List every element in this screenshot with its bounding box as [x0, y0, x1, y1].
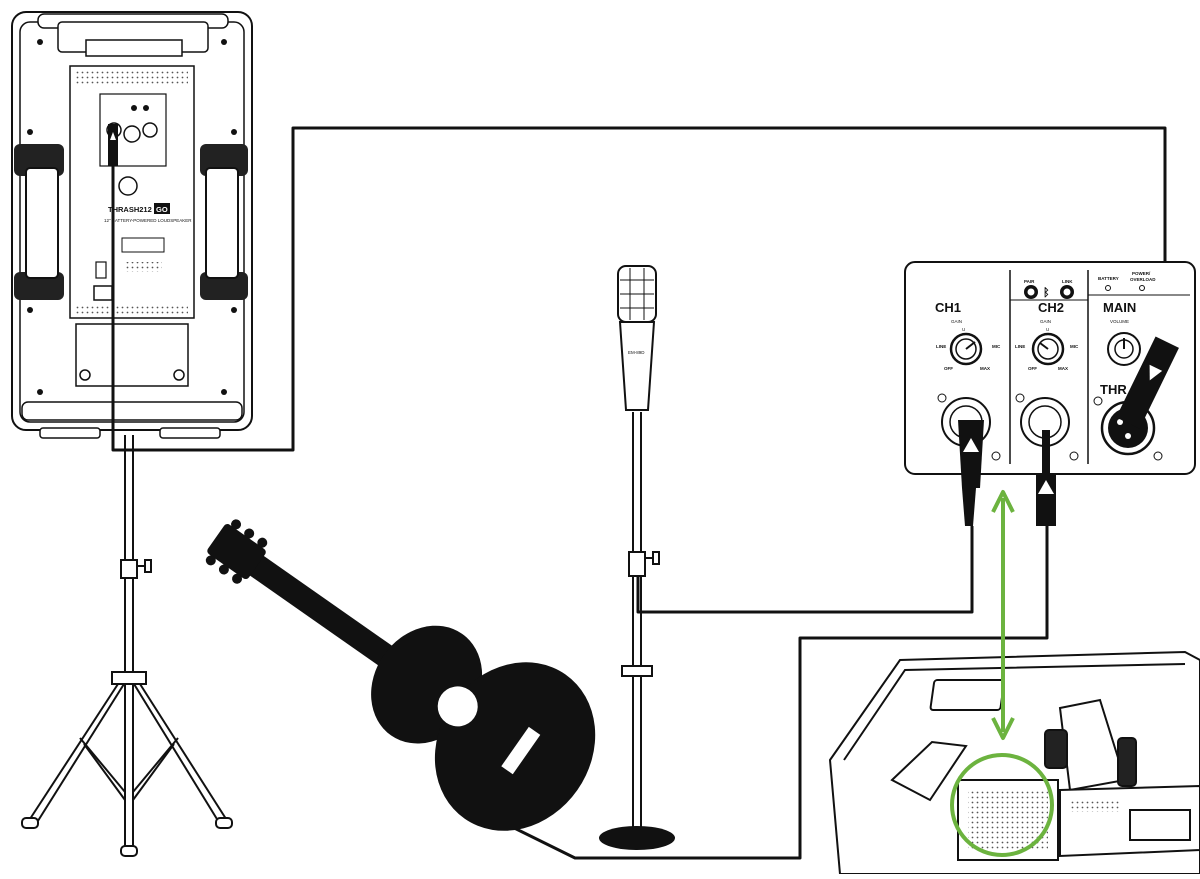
- ch2-gain-knob[interactable]: [1031, 332, 1065, 366]
- ch1-title: CH1: [935, 300, 961, 315]
- ch1-mic-label: MIC: [992, 344, 1001, 349]
- ch2-max-label: MAX: [1058, 366, 1068, 371]
- highlight-circle: [950, 753, 1054, 857]
- microphone-stand: [599, 412, 675, 850]
- ch1-line-label: LINE: [936, 344, 946, 349]
- green-connection-arrow: [991, 490, 1015, 740]
- ch2-unity-label: U: [1046, 327, 1049, 332]
- overload-label: OVERLOAD: [1130, 277, 1156, 282]
- main-volume-label: VOLUME: [1110, 319, 1129, 324]
- guitar-cable: [497, 526, 1049, 860]
- ch1-gain-label: GAIN: [951, 319, 962, 324]
- pair-label: PAIR: [1024, 279, 1035, 284]
- speaker-input-plug: [108, 124, 118, 166]
- speaker-tagline: 12" BATTERY-POWERED LOUDSPEAKER: [104, 218, 192, 223]
- bluetooth-icon: ᛒ: [1043, 287, 1050, 299]
- loudspeaker-cabinet: THRASH212 GO 12" BATTERY-POWERED LOUDSPE…: [11, 11, 253, 439]
- microphone: EM-89D: [617, 265, 657, 411]
- acoustic-guitar: [205, 519, 596, 831]
- ch2-mic-label: MIC: [1070, 344, 1079, 349]
- ch2-screw-icon: [1069, 451, 1079, 461]
- ch2-title: CH2: [1038, 300, 1064, 315]
- ch1-screw-icon: [937, 393, 947, 403]
- battery-led-icon: [1105, 285, 1111, 291]
- mic-badge: EM-89D: [628, 350, 645, 355]
- ch2-off-label: OFF: [1028, 366, 1037, 371]
- ch2-line-label: LINE: [1015, 344, 1025, 349]
- ch1-xlr-plug: [958, 420, 984, 526]
- thru-xlr-plug: [1116, 336, 1179, 429]
- ch1-unity-label: U: [962, 327, 965, 332]
- main-screw-icon: [1093, 396, 1103, 406]
- cables: [111, 126, 1167, 860]
- ch2-gain-label: GAIN: [1040, 319, 1051, 324]
- main-volume-knob[interactable]: [1107, 332, 1141, 366]
- ch1-off-label: OFF: [944, 366, 953, 371]
- link-button[interactable]: [1060, 285, 1074, 299]
- power-label: POWER/: [1132, 271, 1151, 276]
- ch2-screw-icon: [1015, 393, 1025, 403]
- mic-cable: [636, 526, 974, 614]
- thru-label: THR: [1100, 382, 1127, 397]
- main-screw-icon: [1153, 451, 1163, 461]
- speaker-model-label: THRASH212: [108, 205, 152, 214]
- link-label: LINK: [1062, 279, 1073, 284]
- ch1-max-label: MAX: [980, 366, 990, 371]
- speaker-link-cable: [111, 126, 1167, 452]
- ch2-quarter-inch-plug: [1036, 430, 1056, 526]
- battery-label: BATTERY: [1098, 276, 1119, 281]
- ch1-screw-icon: [991, 451, 1001, 461]
- main-title: MAIN: [1103, 300, 1136, 315]
- ch1-gain-knob[interactable]: [949, 332, 983, 366]
- tripod-stand: [21, 435, 233, 857]
- power-led-icon: [1139, 285, 1145, 291]
- speaker-model-badge-bg: [154, 203, 170, 214]
- floor-speaker: [828, 650, 1200, 875]
- pair-button[interactable]: [1024, 285, 1038, 299]
- speaker-model-badge: GO: [156, 205, 168, 214]
